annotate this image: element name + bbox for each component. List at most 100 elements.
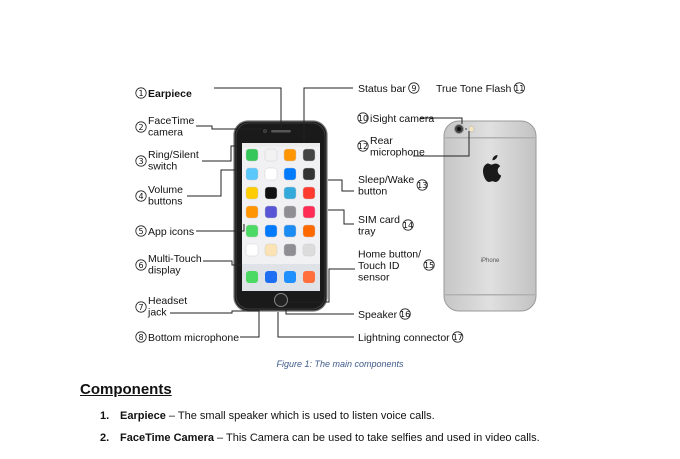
callout-text: FaceTime	[148, 115, 194, 127]
callout-number-icon	[408, 82, 420, 94]
callout-text: Ring/Silent	[148, 149, 199, 161]
app-icon	[264, 167, 278, 181]
callout-number-icon	[135, 301, 147, 313]
callout-text: Multi-Touch	[148, 253, 202, 265]
list-item-description: – This Camera can be used to take selfie…	[213, 432, 540, 444]
list-item-description: – The small speaker which is used to lis…	[165, 410, 435, 422]
list-item: 1. Earpiece – The small speaker which is …	[100, 410, 540, 432]
app-icon	[283, 224, 297, 238]
list-item: 2.FaceTime Camera – This Camera can be u…	[100, 432, 540, 454]
callout-text: Earpiece	[148, 88, 192, 100]
callout-number: 17	[453, 333, 463, 342]
list-item-term: Earpiece	[120, 410, 166, 422]
callout-text: sensor	[358, 271, 390, 283]
callout-number: 12	[358, 142, 368, 151]
callout-number: 5	[138, 227, 143, 236]
callout-text: Headset	[148, 295, 187, 307]
callout-text: camera	[148, 127, 183, 139]
app-icon	[245, 205, 259, 219]
callout-text: iSight camera	[370, 113, 434, 125]
callout-text: Status bar	[358, 83, 406, 95]
callout-number-icon	[452, 331, 464, 343]
app-icon	[245, 148, 259, 162]
callout-text: microphone	[370, 147, 425, 159]
callout-number-icon	[135, 87, 147, 99]
callout-number: 3	[138, 157, 143, 166]
app-icon	[264, 186, 278, 200]
callout-number-icon	[135, 259, 147, 271]
callout-text: True Tone Flash	[436, 83, 511, 95]
earpiece-slot	[271, 130, 291, 133]
callout-label: 5 App icons	[135, 225, 194, 238]
callout-number: 13	[417, 181, 427, 190]
callout-text: Rear	[370, 135, 393, 147]
callout-number: 16	[400, 310, 410, 319]
callout-text: tray	[358, 226, 376, 238]
apple-logo-icon	[483, 155, 502, 182]
callout-number-icon	[135, 155, 147, 167]
callout-number: 15	[424, 261, 434, 270]
app-icon	[283, 186, 297, 200]
callout-number-icon	[357, 112, 369, 124]
callout-text: buttons	[148, 196, 182, 208]
callout-text: switch	[148, 161, 177, 173]
app-icon	[264, 205, 278, 219]
app-icon	[283, 243, 297, 257]
callout-number: 6	[138, 261, 143, 270]
home-button	[274, 293, 288, 307]
facetime-camera	[262, 128, 268, 134]
callout-number: 10	[358, 114, 368, 123]
list-item-number: 2.	[100, 432, 110, 444]
callout-number-icon	[416, 179, 428, 191]
section-heading: Components	[80, 381, 172, 398]
dock-icon	[265, 271, 277, 283]
callout-text: App icons	[148, 226, 194, 238]
callout-number: 1	[138, 89, 143, 98]
figure-caption: Figure 1: The main components	[276, 359, 404, 369]
dock-icons	[246, 271, 315, 283]
callout-text: display	[148, 265, 181, 277]
callout-number-icon	[423, 259, 435, 271]
app-icon	[264, 243, 278, 257]
app-icon	[302, 224, 316, 238]
app-icon	[264, 224, 278, 238]
callout-text: jack	[147, 307, 167, 319]
callout-number: 4	[138, 192, 143, 201]
callout-text: Touch ID	[358, 260, 400, 272]
iphone-back: iPhone	[443, 120, 537, 312]
callout-text: Volume	[148, 184, 183, 196]
app-icon	[245, 243, 259, 257]
app-icon	[245, 167, 259, 181]
callout-text: Home button/	[358, 248, 421, 260]
callout-number: 2	[138, 123, 143, 132]
callout-text: button	[358, 186, 387, 198]
app-icon	[302, 186, 316, 200]
list-item-number: 1.	[100, 410, 110, 422]
callout-number: 11	[514, 84, 524, 93]
callout-number-icon	[135, 331, 147, 343]
callout-text: Speaker	[358, 309, 398, 321]
callout-number: 14	[403, 221, 413, 230]
app-icon	[245, 224, 259, 238]
app-icon	[264, 148, 278, 162]
callout-number-icon	[135, 225, 147, 237]
dock-icon	[303, 271, 315, 283]
app-icon	[283, 148, 297, 162]
iphone-front	[233, 120, 328, 312]
app-icons	[245, 148, 316, 257]
